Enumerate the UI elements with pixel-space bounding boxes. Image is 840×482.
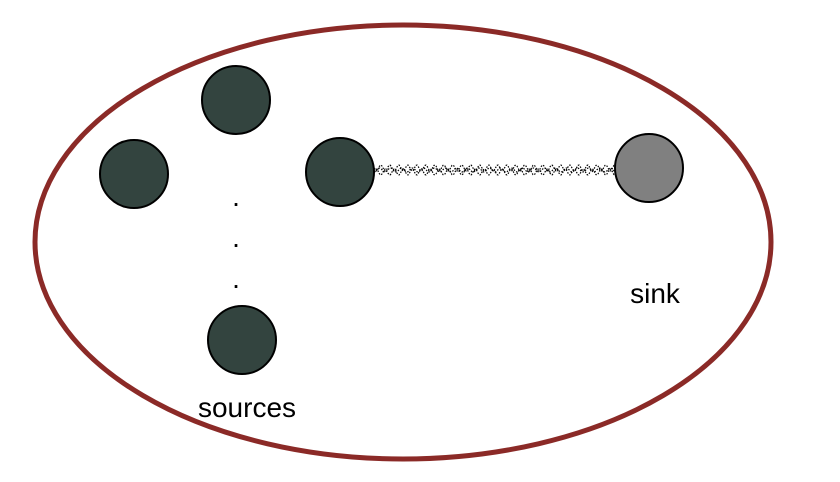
source-node [305, 137, 375, 207]
wavy-link [373, 164, 617, 176]
sources-label: sources [198, 392, 296, 423]
ellipsis-dot: . [232, 222, 240, 253]
network-boundary [32, 22, 774, 462]
ellipsis-dot: . [232, 181, 240, 212]
wavy-link-strand [373, 167, 617, 173]
sink-node [614, 133, 684, 203]
ellipsis-dot: . [232, 263, 240, 294]
source-node [99, 139, 169, 209]
wavy-link-strand [373, 168, 617, 176]
sink-label: sink [630, 278, 681, 309]
source-node [201, 65, 271, 135]
source-node [207, 305, 277, 375]
